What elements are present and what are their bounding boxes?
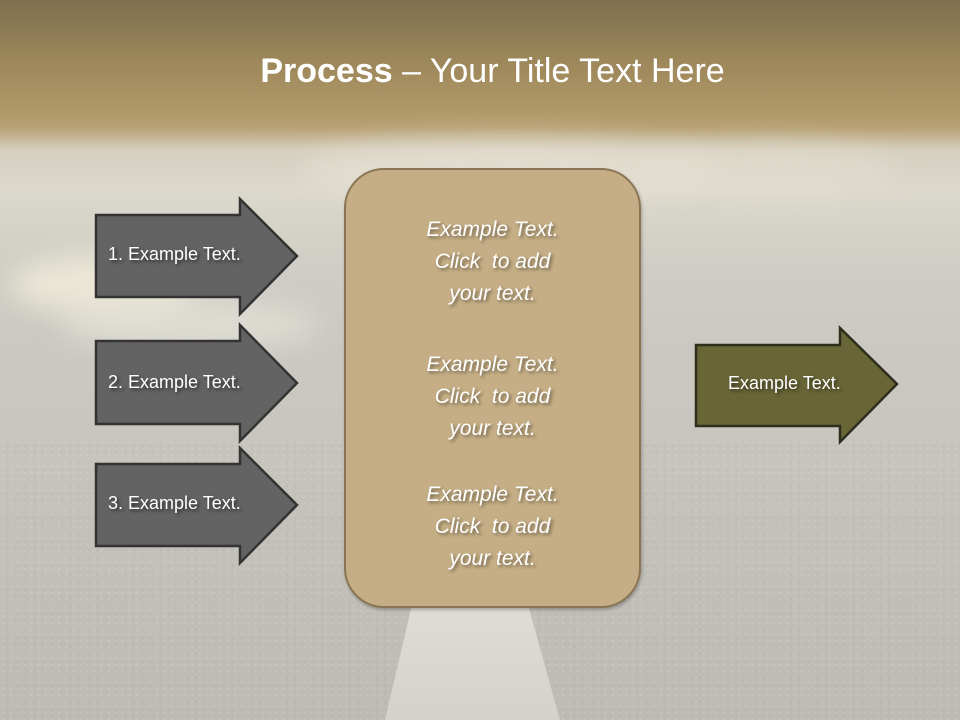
text-line: Click to add bbox=[434, 385, 551, 408]
input-arrow-2[interactable]: 2. Example Text. bbox=[94, 321, 299, 445]
title-bold: Process bbox=[260, 52, 393, 90]
cloud-decoration bbox=[640, 145, 900, 195]
arrow-right-icon bbox=[694, 325, 899, 446]
arrow-right-icon bbox=[94, 444, 299, 567]
text-block-1[interactable]: Example Text. Click to add your text. bbox=[346, 214, 639, 310]
input-arrow-3[interactable]: 3. Example Text. bbox=[94, 444, 299, 567]
text-line: your text. bbox=[449, 282, 536, 305]
text-line: Click to add bbox=[434, 250, 551, 273]
title-rest: – Your Title Text Here bbox=[392, 52, 725, 90]
center-process-box[interactable]: Example Text. Click to add your text. Ex… bbox=[344, 168, 641, 608]
text-line: your text. bbox=[449, 547, 536, 570]
text-line: your text. bbox=[449, 417, 536, 440]
arrow-right-icon bbox=[94, 195, 299, 318]
text-block-3[interactable]: Example Text. Click to add your text. bbox=[346, 479, 639, 575]
text-line: Example Text. bbox=[426, 218, 559, 241]
input-arrow-1[interactable]: 1. Example Text. bbox=[94, 195, 299, 318]
arrow-right-icon bbox=[94, 321, 299, 445]
slide-title[interactable]: Process – Your Title Text Here bbox=[0, 52, 960, 91]
input-arrow-label: 3. Example Text. bbox=[108, 493, 241, 513]
input-arrow-label: 2. Example Text. bbox=[108, 372, 241, 392]
text-line: Example Text. bbox=[426, 483, 559, 506]
output-arrow[interactable]: Example Text. bbox=[694, 325, 899, 446]
text-block-2[interactable]: Example Text. Click to add your text. bbox=[346, 349, 639, 445]
text-line: Click to add bbox=[434, 515, 551, 538]
text-line: Example Text. bbox=[426, 353, 559, 376]
input-arrow-label: 1. Example Text. bbox=[108, 244, 241, 264]
output-arrow-label: Example Text. bbox=[728, 373, 841, 393]
